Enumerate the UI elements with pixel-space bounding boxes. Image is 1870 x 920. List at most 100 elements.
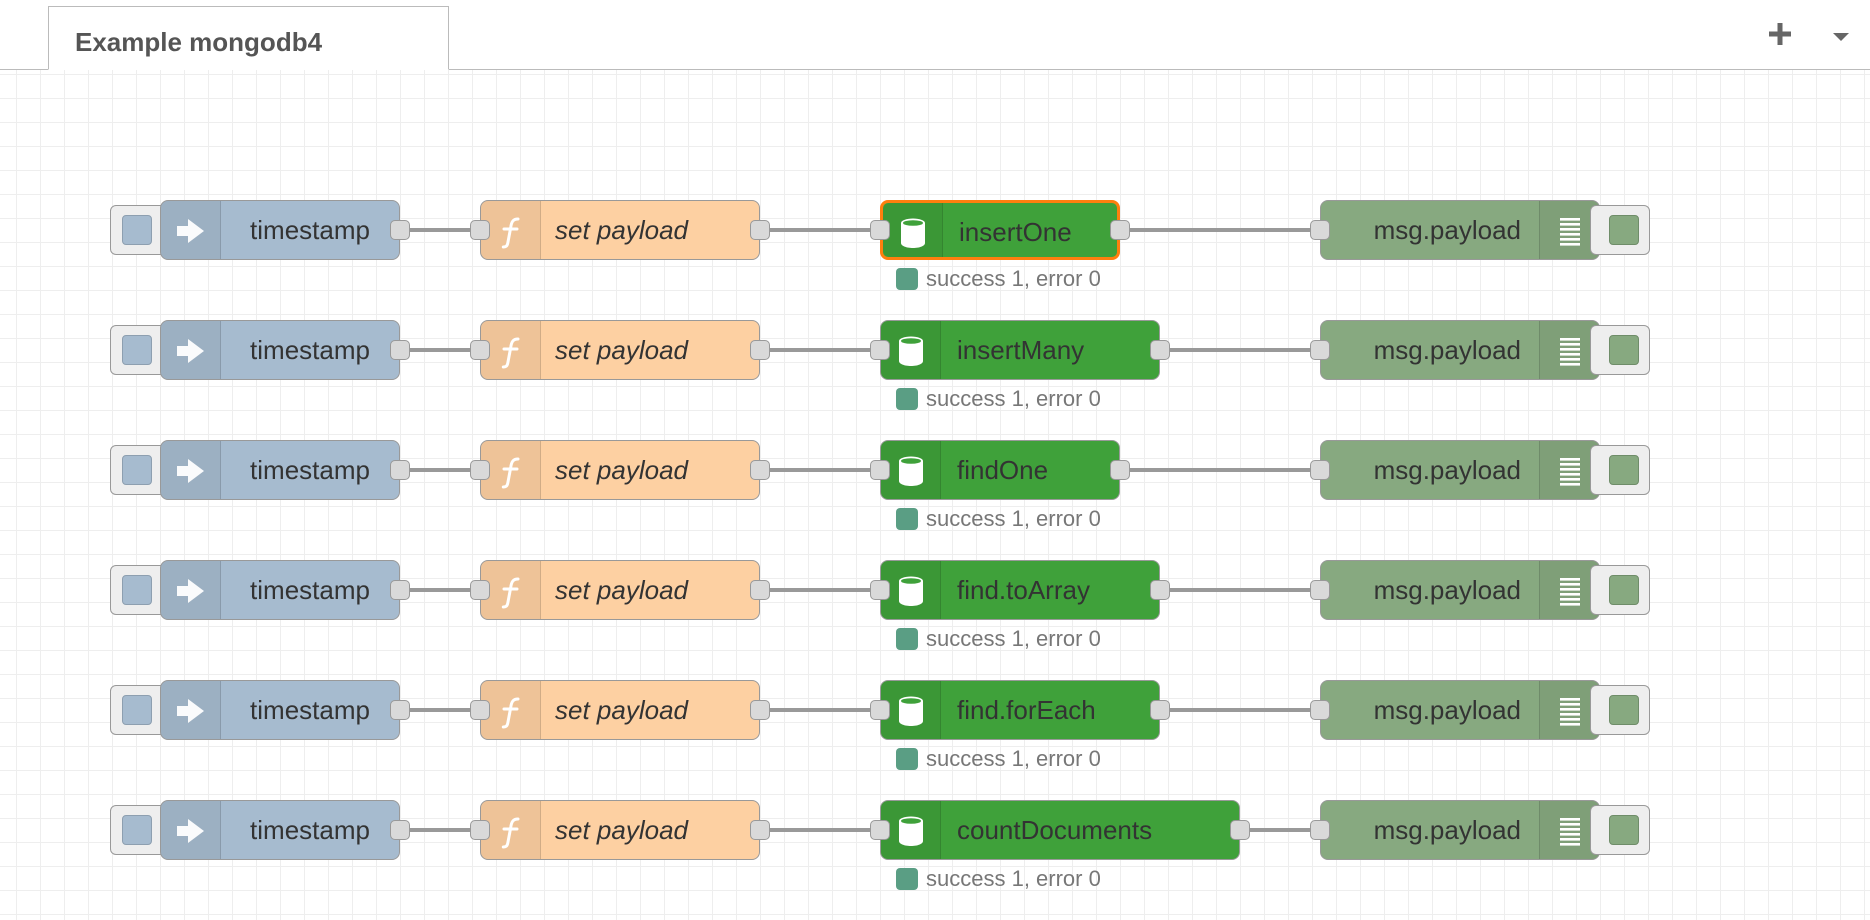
mongodb-input-port[interactable] (870, 820, 890, 840)
function-output-port[interactable] (750, 220, 770, 240)
status-dot (896, 508, 918, 530)
function-output-port[interactable] (750, 820, 770, 840)
debug-toggle-button[interactable] (1590, 565, 1650, 615)
mongodb-node[interactable]: countDocuments (880, 800, 1240, 860)
debug-toggle-button[interactable] (1590, 205, 1650, 255)
status-text: success 1, error 0 (926, 746, 1101, 771)
mongodb-output-port[interactable] (1110, 220, 1130, 240)
flow-row: timestamp set payload find.forEach success … (0, 680, 1870, 800)
mongodb-input-port[interactable] (870, 460, 890, 480)
debug-label: msg.payload (1373, 335, 1521, 365)
function-input-port[interactable] (470, 700, 490, 720)
inject-output-port[interactable] (390, 460, 410, 480)
debug-button-square (1609, 455, 1639, 485)
flow-workspace[interactable]: timestamp set payload insertOne success 1, … (0, 70, 1870, 920)
inject-icon (161, 321, 221, 379)
flow-row: timestamp set payload insertOne success 1, … (0, 200, 1870, 320)
inject-output-port[interactable] (390, 340, 410, 360)
function-label: set payload (555, 575, 688, 605)
debug-node[interactable]: msg.payload (1320, 680, 1600, 740)
inject-output-port[interactable] (390, 700, 410, 720)
debug-button-square (1609, 335, 1639, 365)
mongodb-output-port[interactable] (1230, 820, 1250, 840)
function-output-port[interactable] (750, 700, 770, 720)
function-node[interactable]: set payload (480, 320, 760, 380)
arrow-right-icon (177, 699, 204, 723)
mongodb-output-port[interactable] (1150, 580, 1170, 600)
inject-node[interactable]: timestamp (160, 200, 400, 260)
debug-toggle-button[interactable] (1590, 325, 1650, 375)
debug-toggle-button[interactable] (1590, 445, 1650, 495)
mongodb-label: insertMany (957, 335, 1085, 365)
mongodb-output-port[interactable] (1110, 460, 1130, 480)
debug-input-port[interactable] (1310, 340, 1330, 360)
inject-output-port[interactable] (390, 220, 410, 240)
inject-icon (161, 681, 221, 739)
arrow-right-icon (177, 339, 204, 363)
function-icon-box (481, 201, 541, 259)
function-node[interactable]: set payload (480, 440, 760, 500)
mongodb-node[interactable]: find.forEach (880, 680, 1160, 740)
function-icon-box (481, 321, 541, 379)
database-icon-box (883, 203, 943, 257)
debug-node[interactable]: msg.payload (1320, 560, 1600, 620)
inject-node[interactable]: timestamp (160, 680, 400, 740)
mongodb-input-port[interactable] (870, 700, 890, 720)
add-flow-button[interactable] (1762, 16, 1798, 52)
list-icon (1560, 578, 1580, 606)
list-icon (1560, 218, 1580, 246)
list-icon-box (1539, 201, 1599, 259)
database-icon-box (881, 681, 941, 739)
function-input-port[interactable] (470, 340, 490, 360)
mongodb-output-port[interactable] (1150, 700, 1170, 720)
debug-input-port[interactable] (1310, 820, 1330, 840)
function-output-port[interactable] (750, 460, 770, 480)
function-input-port[interactable] (470, 220, 490, 240)
function-label: set payload (555, 455, 688, 485)
inject-node[interactable]: timestamp (160, 800, 400, 860)
function-input-port[interactable] (470, 820, 490, 840)
inject-node[interactable]: timestamp (160, 440, 400, 500)
status-text: success 1, error 0 (926, 866, 1101, 891)
mongodb-node[interactable]: insertOne (880, 200, 1120, 260)
inject-output-port[interactable] (390, 580, 410, 600)
mongodb-input-port[interactable] (870, 340, 890, 360)
function-node[interactable]: set payload (480, 800, 760, 860)
flow-menu-button[interactable] (1826, 22, 1856, 52)
mongodb-node[interactable]: findOne (880, 440, 1120, 500)
debug-input-port[interactable] (1310, 220, 1330, 240)
function-input-port[interactable] (470, 580, 490, 600)
debug-node[interactable]: msg.payload (1320, 200, 1600, 260)
debug-input-port[interactable] (1310, 580, 1330, 600)
debug-input-port[interactable] (1310, 700, 1330, 720)
function-node[interactable]: set payload (480, 680, 760, 740)
mongodb-input-port[interactable] (870, 220, 890, 240)
function-icon-box (481, 801, 541, 859)
debug-toggle-button[interactable] (1590, 805, 1650, 855)
debug-node[interactable]: msg.payload (1320, 440, 1600, 500)
inject-node[interactable]: timestamp (160, 560, 400, 620)
debug-node[interactable]: msg.payload (1320, 800, 1600, 860)
tab-example-mongodb4[interactable]: Example mongodb4 (48, 6, 449, 70)
mongodb-output-port[interactable] (1150, 340, 1170, 360)
function-node[interactable]: set payload (480, 560, 760, 620)
mongodb-node[interactable]: insertMany (880, 320, 1160, 380)
function-output-port[interactable] (750, 340, 770, 360)
debug-toggle-button[interactable] (1590, 685, 1650, 735)
inject-output-port[interactable] (390, 820, 410, 840)
debug-node[interactable]: msg.payload (1320, 320, 1600, 380)
status-dot (896, 628, 918, 650)
inject-node[interactable]: timestamp (160, 320, 400, 380)
function-node[interactable]: set payload (480, 200, 760, 260)
status-text: success 1, error 0 (926, 266, 1101, 291)
mongodb-node[interactable]: find.toArray (880, 560, 1160, 620)
status-dot (896, 388, 918, 410)
debug-input-port[interactable] (1310, 460, 1330, 480)
debug-label: msg.payload (1373, 815, 1521, 845)
database-icon (899, 816, 923, 846)
mongodb-input-port[interactable] (870, 580, 890, 600)
status-dot (896, 268, 918, 290)
function-output-port[interactable] (750, 580, 770, 600)
function-input-port[interactable] (470, 460, 490, 480)
